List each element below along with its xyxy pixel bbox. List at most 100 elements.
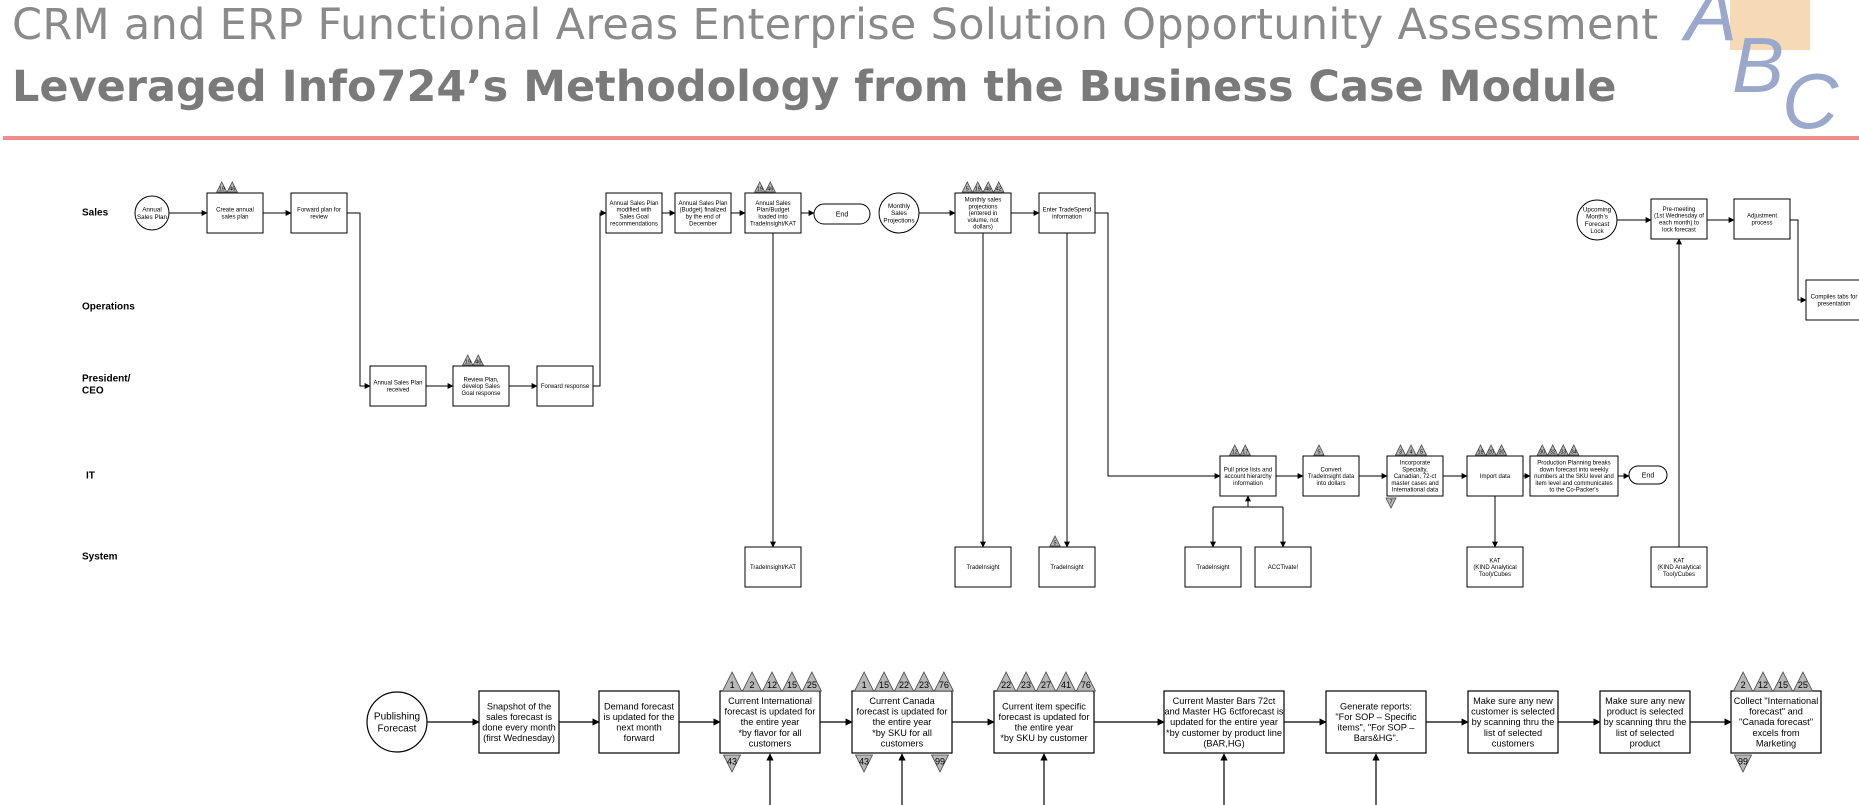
reference-badge: 46 <box>472 354 484 366</box>
reference-badge: 23 <box>913 671 935 692</box>
reference-badge: 19 <box>754 181 766 193</box>
lane-label-sales: Sales <box>82 208 109 219</box>
node-tradeinsight-3: TradeInsight <box>1184 546 1242 588</box>
reference-badge: 12 <box>761 671 783 692</box>
svg-text:25: 25 <box>1798 680 1808 690</box>
reference-badge: 2 <box>1732 671 1754 692</box>
slide-subtitle: Leveraged Info724’s Methodology from the… <box>12 62 1617 112</box>
svg-text:End: End <box>1642 472 1655 479</box>
reference-badge: 30 <box>1536 444 1548 456</box>
svg-text:99: 99 <box>1738 756 1748 766</box>
svg-text:99: 99 <box>935 756 945 766</box>
reference-badge: 99 <box>1733 754 1753 773</box>
reference-badge: 30 <box>1495 444 1508 456</box>
node-tradeinsight-1: TradeInsight <box>954 546 1012 588</box>
svg-text:30: 30 <box>1539 450 1545 456</box>
svg-text:A: A <box>1681 0 1737 57</box>
abc-logo: A B C <box>1681 0 1839 130</box>
svg-text:46: 46 <box>767 187 773 193</box>
svg-text:Forward response: Forward response <box>541 384 590 390</box>
node-acctivate: ACCTivate! <box>1254 546 1312 588</box>
svg-text:46: 46 <box>985 187 991 193</box>
svg-text:1: 1 <box>730 680 735 690</box>
svg-text:76: 76 <box>1081 680 1091 690</box>
reference-badge: 42 <box>993 181 1005 193</box>
svg-text:32: 32 <box>1550 450 1556 456</box>
reference-badge: 46 <box>982 181 994 193</box>
reference-badge: 5 <box>1313 444 1325 456</box>
svg-text:12: 12 <box>767 680 777 690</box>
reference-badge: 19 <box>216 181 228 193</box>
reference-badge: 1 <box>721 671 743 692</box>
svg-text:18: 18 <box>1477 450 1483 456</box>
reference-badge: 32 <box>1547 444 1559 456</box>
svg-text:23: 23 <box>919 680 929 690</box>
svg-text:15: 15 <box>787 680 797 690</box>
node-end-2: End <box>1628 465 1668 485</box>
svg-text:5: 5 <box>1053 541 1056 547</box>
svg-text:42: 42 <box>996 187 1002 193</box>
reference-badge: 18 <box>1474 444 1487 456</box>
svg-text:22: 22 <box>1001 680 1011 690</box>
reference-badge: 2 <box>741 671 763 692</box>
reference-badge: 22 <box>893 671 915 692</box>
svg-text:TradeInsight: TradeInsight <box>966 565 999 571</box>
svg-text:TradeInsight/KAT: TradeInsight/KAT <box>750 565 796 571</box>
reference-badge: 41 <box>1055 671 1077 692</box>
svg-text:TradeInsight: TradeInsight <box>1196 565 1229 571</box>
svg-text:End: End <box>836 211 849 218</box>
reference-badge: 1 <box>853 671 875 692</box>
svg-text:C: C <box>1782 57 1839 130</box>
svg-text:17: 17 <box>1242 450 1248 456</box>
svg-text:43: 43 <box>727 756 737 766</box>
reference-badge: 5 <box>1049 535 1061 547</box>
svg-text:2: 2 <box>750 680 755 690</box>
svg-text:76: 76 <box>939 680 949 690</box>
svg-text:12: 12 <box>1758 680 1768 690</box>
reference-badge: 5 <box>961 181 973 193</box>
svg-text:19: 19 <box>975 187 981 193</box>
